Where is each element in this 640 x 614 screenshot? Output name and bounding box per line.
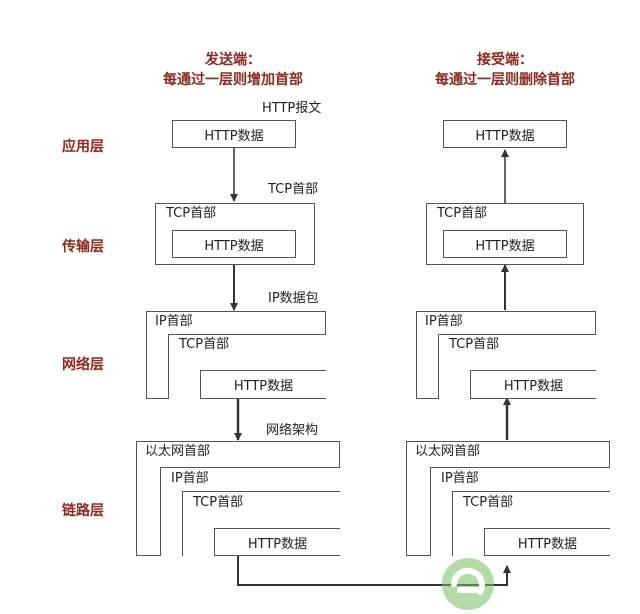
layer-transport: 传输层 (62, 239, 104, 255)
receiver-link-http-data-box: HTTP数据 (484, 528, 610, 556)
layer-network: 网络层 (62, 357, 104, 373)
note-ip-packet: IP数据包 (268, 291, 319, 306)
layer-link: 链路层 (62, 503, 104, 519)
layer-application: 应用层 (62, 139, 104, 155)
receiver-title: 接受端： (477, 52, 533, 68)
receiver-network-http-data-box: HTTP数据 (470, 370, 596, 399)
receiver-transport-http-data-box: HTTP数据 (443, 230, 567, 258)
receiver-link-ethernet-label: 以太网首部 (415, 444, 481, 459)
arrow-physical-route (237, 556, 511, 586)
sender-app-http-data-box: HTTP数据 (172, 120, 296, 148)
sender-network-http-data-label: HTTP数据 (233, 379, 294, 394)
sender-network-http-data-box: HTTP数据 (200, 370, 326, 399)
receiver-link-http-data-label: HTTP数据 (517, 536, 578, 552)
sender-link-ethernet-label: 以太网首部 (145, 444, 211, 459)
note-http-message: HTTP报文 (262, 101, 322, 116)
sender-title: 发送端： (205, 52, 261, 68)
receiver-heading: 接受端： 每通过一层则删除首部 (400, 50, 610, 90)
sender-link-http-data-label: HTTP数据 (247, 536, 308, 552)
sender-network-tcp-label: TCP首部 (179, 337, 230, 352)
sender-link-ip-label: IP首部 (171, 471, 209, 486)
receiver-network-ip-label: IP首部 (425, 314, 463, 329)
sender-transport-http-data-label: HTTP数据 (204, 238, 264, 254)
receiver-transport-http-data-label: HTTP数据 (475, 238, 535, 254)
sender-link-http-data-box: HTTP数据 (214, 528, 340, 556)
receiver-network-tcp-label: TCP首部 (449, 337, 500, 352)
sender-subtitle: 每通过一层则增加首部 (163, 72, 303, 88)
sender-transport-http-data-box: HTTP数据 (172, 230, 296, 258)
sender-link-tcp-label: TCP首部 (193, 495, 244, 510)
receiver-link-ip-label: IP首部 (441, 471, 479, 486)
receiver-link-tcp-label: TCP首部 (463, 495, 514, 510)
sender-network-ip-label: IP首部 (155, 314, 193, 329)
receiver-transport-tcp-label: TCP首部 (437, 206, 488, 221)
receiver-app-http-data-box: HTTP数据 (443, 120, 567, 148)
receiver-app-http-data-label: HTTP数据 (475, 128, 535, 144)
sender-transport-tcp-label: TCP首部 (166, 206, 217, 221)
note-network-frame: 网络架构 (266, 423, 319, 438)
watermark-logo-icon (442, 558, 494, 610)
note-tcp-header: TCP首部 (268, 182, 319, 197)
sender-heading: 发送端： 每通过一层则增加首部 (128, 50, 338, 90)
sender-app-http-data-label: HTTP数据 (204, 128, 264, 144)
receiver-subtitle: 每通过一层则删除首部 (435, 72, 575, 88)
receiver-network-http-data-label: HTTP数据 (503, 379, 564, 394)
